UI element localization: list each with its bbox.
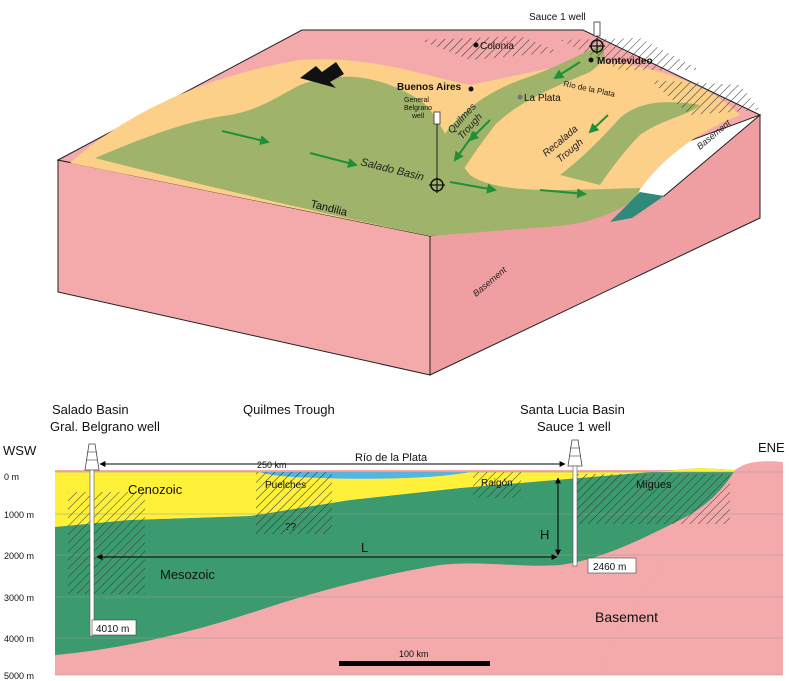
hatch-raigon <box>473 472 521 498</box>
depth-1000: 1000 m <box>4 510 34 520</box>
distance-label: 250 km <box>257 460 287 470</box>
depth-4000: 4000 m <box>4 634 34 644</box>
quilmes-trough-title: Quilmes Trough <box>243 402 335 417</box>
puelches-label: Puelches <box>265 480 306 491</box>
migues-label: Migues <box>636 479 672 491</box>
montevideo-label: Montevideo <box>597 56 653 67</box>
depth-5000: 5000 m <box>4 671 34 681</box>
h-label: H <box>540 527 549 542</box>
hatch-salado <box>68 492 145 594</box>
la-plata-label: La Plata <box>524 93 561 104</box>
depth-3000: 3000 m <box>4 593 34 603</box>
sauce-1-well-icon <box>567 439 583 567</box>
cenozoic-label: Cenozoic <box>128 482 183 497</box>
block-diagram: N Sauce 1 well Colonia Montevideo Buenos… <box>56 12 762 376</box>
belgrano-well-icon <box>429 111 445 193</box>
hatch-migues <box>574 474 730 524</box>
belgrano-label: Belgrano <box>404 105 432 112</box>
sauce-well-icon <box>589 21 605 54</box>
hatch-right <box>650 80 760 115</box>
xs-mesozoic <box>55 468 735 655</box>
scale-bar <box>339 661 490 666</box>
rio-label: Río de la Plata <box>355 452 428 464</box>
colonia-label: Colonia <box>480 41 514 52</box>
hatch-puelches <box>256 472 332 534</box>
wsw-label: WSW <box>3 443 37 458</box>
hatch-colonia <box>420 36 560 60</box>
well-label: well <box>411 113 425 120</box>
scale-label: 100 km <box>399 649 429 659</box>
gral-belgrano-well-icon <box>84 443 100 637</box>
buenos-aires-label: Buenos Aires <box>397 82 462 93</box>
xs-cenozoic <box>55 468 783 527</box>
quilmes-channel <box>435 45 605 185</box>
north-arrow-icon: N <box>300 62 344 88</box>
well-depth-right: 2460 m <box>593 562 626 573</box>
north-label: N <box>322 71 329 81</box>
ene-label: ENE <box>758 440 785 455</box>
general-label: General <box>404 97 429 104</box>
cross-section: Salado Basin Gral. Belgrano well Quilmes… <box>3 402 785 681</box>
gral-belgrano-well-title: Gral. Belgrano well <box>50 419 160 434</box>
depth-2000: 2000 m <box>4 551 34 561</box>
salado-basin-title: Salado Basin <box>52 402 129 417</box>
recalada-channel <box>560 102 700 185</box>
mesozoic-label: Mesozoic <box>160 567 215 582</box>
sauce-well-label: Sauce 1 well <box>529 12 586 23</box>
l-label: L <box>361 540 368 555</box>
depth-0: 0 m <box>4 472 19 482</box>
xs-basement-hill <box>600 461 783 675</box>
santa-lucia-title: Santa Lucia Basin <box>520 402 625 417</box>
teal-deep <box>610 192 664 222</box>
basin-channel <box>95 76 640 236</box>
question-label: ?? <box>285 522 297 533</box>
well-depth-left: 4010 m <box>96 624 129 635</box>
basement-label: Basement <box>595 609 658 625</box>
raigon-label: Raigón <box>481 478 513 489</box>
sauce-1-well-title: Sauce 1 well <box>537 419 611 434</box>
